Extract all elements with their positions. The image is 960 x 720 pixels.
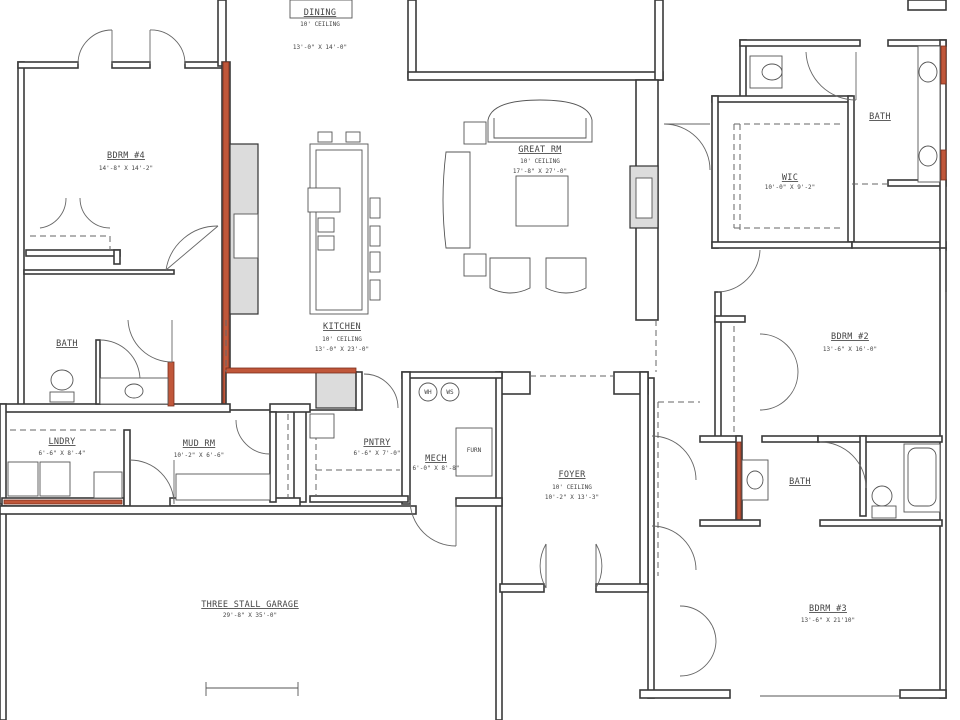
- svg-text:THREE STALL GARAGE: THREE STALL GARAGE: [201, 600, 299, 610]
- svg-text:6'-6" X 7'-0": 6'-6" X 7'-0": [354, 450, 401, 457]
- svg-text:10' CEILING: 10' CEILING: [552, 484, 592, 491]
- room-label-great-rm: GREAT RM 10' CEILING 17'-8" X 27'-0": [513, 145, 567, 175]
- svg-text:MUD RM: MUD RM: [183, 439, 216, 449]
- svg-text:BDRM #2: BDRM #2: [831, 332, 869, 342]
- svg-text:WIC: WIC: [782, 173, 798, 183]
- svg-text:10'-0" X 9'-2": 10'-0" X 9'-2": [765, 184, 816, 191]
- fixtures: [7, 0, 947, 697]
- svg-text:DINING: DINING: [304, 8, 337, 18]
- svg-text:13'-6" X 16'-0": 13'-6" X 16'-0": [823, 346, 877, 353]
- doors: [39, 29, 867, 677]
- room-label-pntry: PNTRY 6'-6" X 7'-0": [354, 438, 401, 457]
- svg-text:13'-0" X 23'-0": 13'-0" X 23'-0": [315, 346, 369, 353]
- water-heater-label: WH: [424, 389, 432, 396]
- svg-text:MECH: MECH: [425, 454, 447, 464]
- svg-text:BATH: BATH: [869, 112, 891, 122]
- room-labels: DINING 10' CEILING 13'-0" X 14'-0" BDRM …: [39, 8, 891, 624]
- room-label-bdrm4-bath: BATH: [56, 339, 78, 349]
- furnace-label: FURN: [467, 447, 482, 454]
- room-label-bath2: BATH: [789, 477, 811, 487]
- svg-text:29'-8" X 35'-0": 29'-8" X 35'-0": [223, 612, 277, 619]
- room-label-bdrm3: BDRM #3 13'-6" X 21'10": [801, 604, 855, 624]
- water-softener-label: WS: [446, 389, 454, 396]
- svg-text:14'-8" X 14'-2": 14'-8" X 14'-2": [99, 165, 153, 172]
- room-label-mech: MECH 6'-0" X 8'-8": [413, 454, 460, 472]
- room-label-master-bath: BATH: [869, 112, 891, 122]
- svg-text:BATH: BATH: [789, 477, 811, 487]
- room-label-lndry: LNDRY 6'-6" X 8'-4": [39, 437, 86, 457]
- svg-text:13'-0" X 14'-0": 13'-0" X 14'-0": [293, 44, 347, 51]
- room-label-bdrm4: BDRM #4 14'-8" X 14'-2": [99, 151, 153, 172]
- room-label-dining: DINING 10' CEILING 13'-0" X 14'-0": [293, 8, 347, 51]
- svg-text:BDRM #3: BDRM #3: [809, 604, 847, 614]
- svg-text:6'-6" X 8'-4": 6'-6" X 8'-4": [39, 450, 86, 457]
- room-label-wic: WIC 10'-0" X 9'-2": [765, 173, 816, 191]
- room-label-kitchen: KITCHEN 10' CEILING 13'-0" X 23'-0": [315, 322, 369, 353]
- svg-text:BATH: BATH: [56, 339, 78, 349]
- svg-text:10'-2" X 6'-6": 10'-2" X 6'-6": [174, 452, 225, 459]
- svg-text:GREAT RM: GREAT RM: [518, 145, 561, 155]
- svg-text:10' CEILING: 10' CEILING: [322, 336, 362, 343]
- svg-text:10' CEILING: 10' CEILING: [520, 158, 560, 165]
- svg-text:10' CEILING: 10' CEILING: [300, 21, 340, 28]
- svg-text:BDRM #4: BDRM #4: [107, 151, 145, 161]
- svg-text:17'-8" X 27'-0": 17'-8" X 27'-0": [513, 168, 567, 175]
- room-label-garage: THREE STALL GARAGE 29'-8" X 35'-0": [201, 600, 299, 619]
- svg-text:10'-2" X 13'-3": 10'-2" X 13'-3": [545, 494, 599, 501]
- svg-text:13'-6" X 21'10": 13'-6" X 21'10": [801, 617, 855, 624]
- room-label-mud-rm: MUD RM 10'-2" X 6'-6": [174, 439, 225, 459]
- svg-text:KITCHEN: KITCHEN: [323, 322, 361, 332]
- svg-text:PNTRY: PNTRY: [363, 438, 390, 448]
- svg-text:6'-0" X 8'-8": 6'-0" X 8'-8": [413, 465, 460, 472]
- svg-text:FOYER: FOYER: [558, 470, 586, 480]
- room-label-foyer: FOYER 10' CEILING 10'-2" X 13'-3": [545, 470, 599, 501]
- svg-text:LNDRY: LNDRY: [48, 437, 75, 447]
- dashed-lines: [10, 123, 890, 576]
- room-label-bdrm2: BDRM #2 13'-6" X 16'-0": [823, 332, 877, 353]
